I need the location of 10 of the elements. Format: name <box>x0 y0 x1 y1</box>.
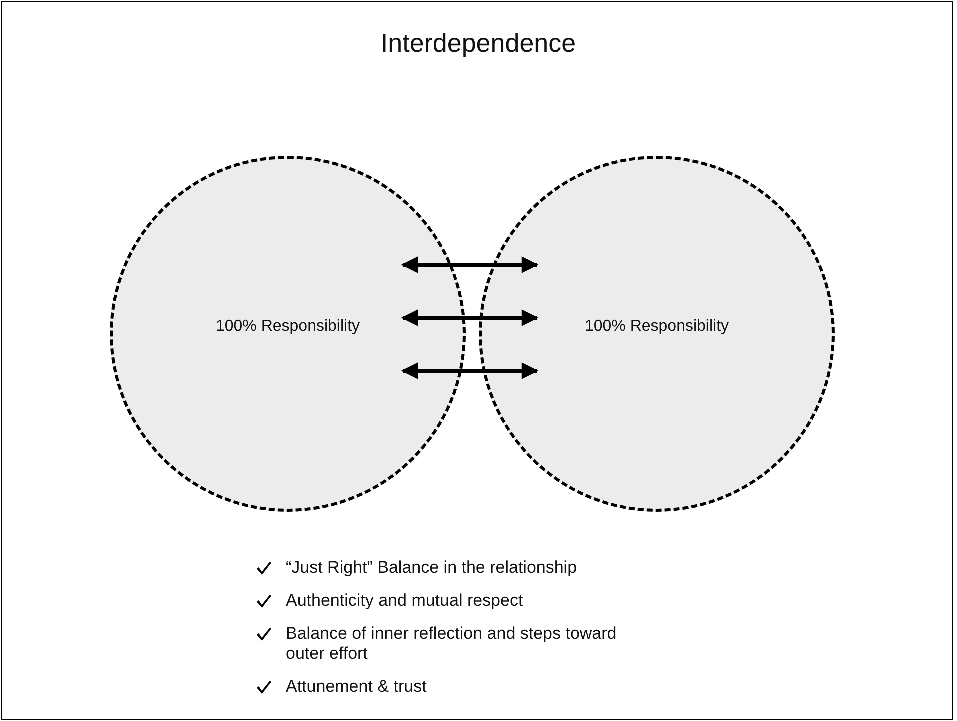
bullet-text: “Just Right” Balance in the relationship <box>286 558 578 578</box>
double-arrow <box>401 362 539 380</box>
bullet-text: Balance of inner reflection and steps toward outer effort <box>286 624 618 664</box>
circle-label: 100% Responsibility <box>216 318 360 336</box>
title: Interdependence <box>380 28 576 59</box>
bullet-text: Attunement & trust <box>286 677 428 697</box>
double-arrow <box>401 256 539 274</box>
bullet-text: Authenticity and mutual respect <box>286 591 524 611</box>
double-arrow <box>401 310 539 326</box>
circle-label: 100% Responsibility <box>584 318 730 336</box>
